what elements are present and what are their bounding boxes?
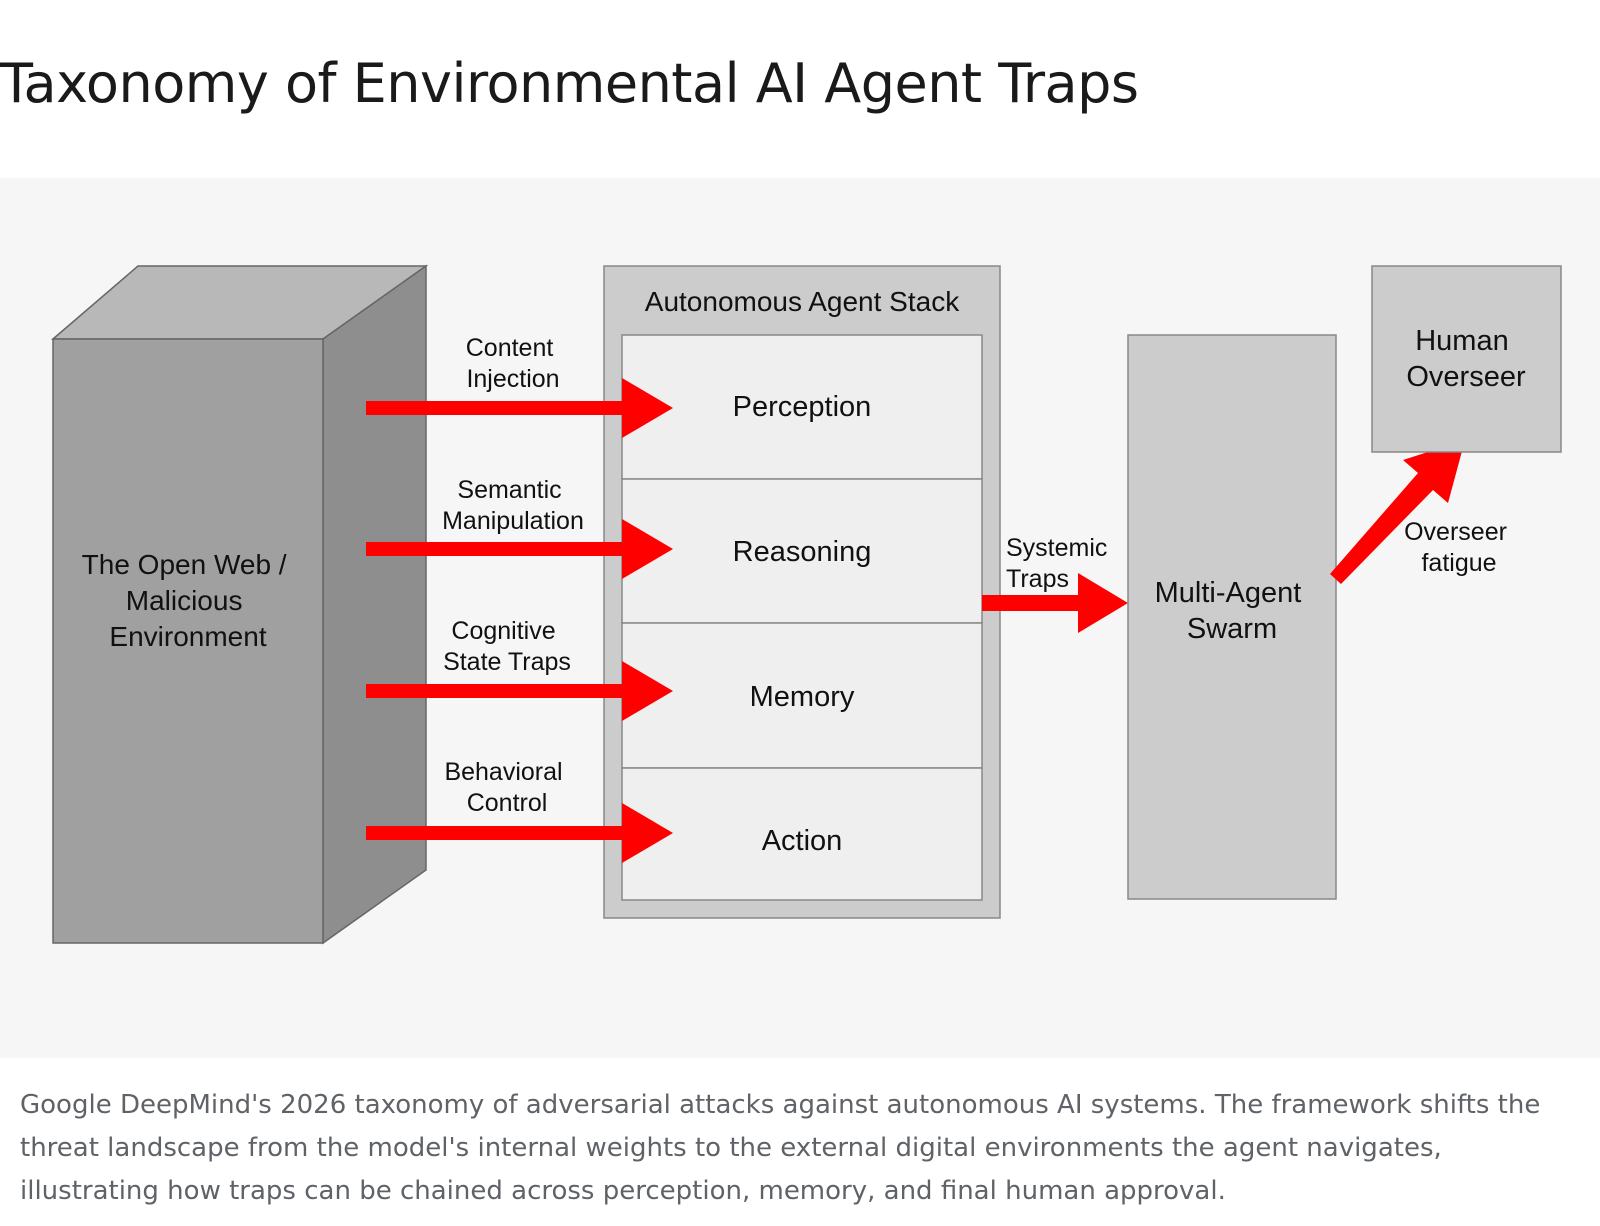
svg-text:Behavioral Control: Behavioral Control bbox=[444, 758, 569, 817]
svg-text:Cognitive State Traps: Cognitive State Traps bbox=[443, 617, 571, 676]
trap-label-line: Behavioral bbox=[444, 758, 562, 786]
semantic-manipulation-arrow bbox=[366, 519, 673, 579]
svg-text:The Open Web / Malicio: The Open Web / Malicious Environment bbox=[82, 549, 295, 652]
environment-label-line: The Open Web / bbox=[82, 549, 287, 580]
agent-stack-title: Autonomous Agent Stack bbox=[645, 286, 960, 317]
trap-label-line: Injection bbox=[466, 365, 559, 393]
svg-text:Multi-Agent Swarm: Multi-Agent Swarm bbox=[1155, 577, 1310, 645]
trap-label-line: Cognitive bbox=[451, 617, 555, 645]
overseer-fatigue-arrow bbox=[1330, 440, 1465, 584]
human-overseer-box bbox=[1371, 265, 1562, 453]
layer-reasoning-label: Reasoning bbox=[733, 536, 872, 568]
fatigue-label-line: fatigue bbox=[1421, 549, 1496, 577]
layer-memory bbox=[621, 622, 983, 769]
trap-label-line: Control bbox=[467, 789, 548, 817]
diagram-canvas: The Open Web / Malicious Environment Aut… bbox=[50, 264, 1562, 945]
environment-label-line: Malicious bbox=[126, 585, 243, 616]
behavioral-control-arrow bbox=[366, 803, 673, 863]
multi-agent-swarm-box bbox=[1127, 334, 1337, 900]
svg-text:Overseer fatigue: Overseer fatigue bbox=[1404, 518, 1514, 577]
svg-text:Semantic Manipulation: Semantic Manipulation bbox=[442, 476, 584, 535]
taxonomy-diagram: The Open Web / Malicious Environment Aut… bbox=[0, 178, 1600, 1058]
svg-text:Content Injection: Content Injection bbox=[466, 334, 561, 393]
svg-text:Systemic Traps: Systemic Traps bbox=[1006, 534, 1114, 593]
overseer-label-line: Human bbox=[1415, 325, 1509, 357]
content-injection-arrow bbox=[366, 378, 673, 438]
environment-cube-side bbox=[322, 264, 427, 945]
overseer-label-line: Overseer bbox=[1406, 361, 1526, 393]
trap-arrows bbox=[366, 378, 673, 863]
layer-action bbox=[621, 767, 983, 901]
page-title: Taxonomy of Environmental AI Agent Traps bbox=[0, 52, 1139, 115]
cognitive-state-arrow bbox=[366, 661, 673, 721]
trap-label-line: State Traps bbox=[443, 648, 571, 676]
trap-label-line: Semantic bbox=[457, 476, 561, 504]
swarm-label-line: Swarm bbox=[1187, 613, 1277, 645]
svg-text:Human Overseer: Human Overseer bbox=[1406, 325, 1526, 393]
layer-action-label: Action bbox=[762, 825, 843, 857]
swarm-label-line: Multi-Agent bbox=[1155, 577, 1302, 609]
trap-label-line: Content bbox=[466, 334, 554, 362]
trap-label-line: Manipulation bbox=[442, 507, 584, 535]
fatigue-label-line: Overseer bbox=[1404, 518, 1507, 546]
layer-memory-label: Memory bbox=[750, 681, 855, 713]
agent-stack: Autonomous Agent Stack Perception Reason… bbox=[603, 265, 1001, 919]
systemic-label-line: Systemic bbox=[1006, 534, 1107, 562]
figure-caption: Google DeepMind's 2026 taxonomy of adver… bbox=[20, 1090, 1541, 1206]
environment-label-line: Environment bbox=[109, 621, 266, 652]
environment-cube-front bbox=[52, 338, 324, 944]
environment-block: The Open Web / Malicious Environment bbox=[50, 264, 429, 945]
systemic-label-line: Traps bbox=[1006, 565, 1069, 593]
systemic-traps-arrow bbox=[982, 573, 1128, 633]
layer-perception-label: Perception bbox=[733, 391, 872, 423]
